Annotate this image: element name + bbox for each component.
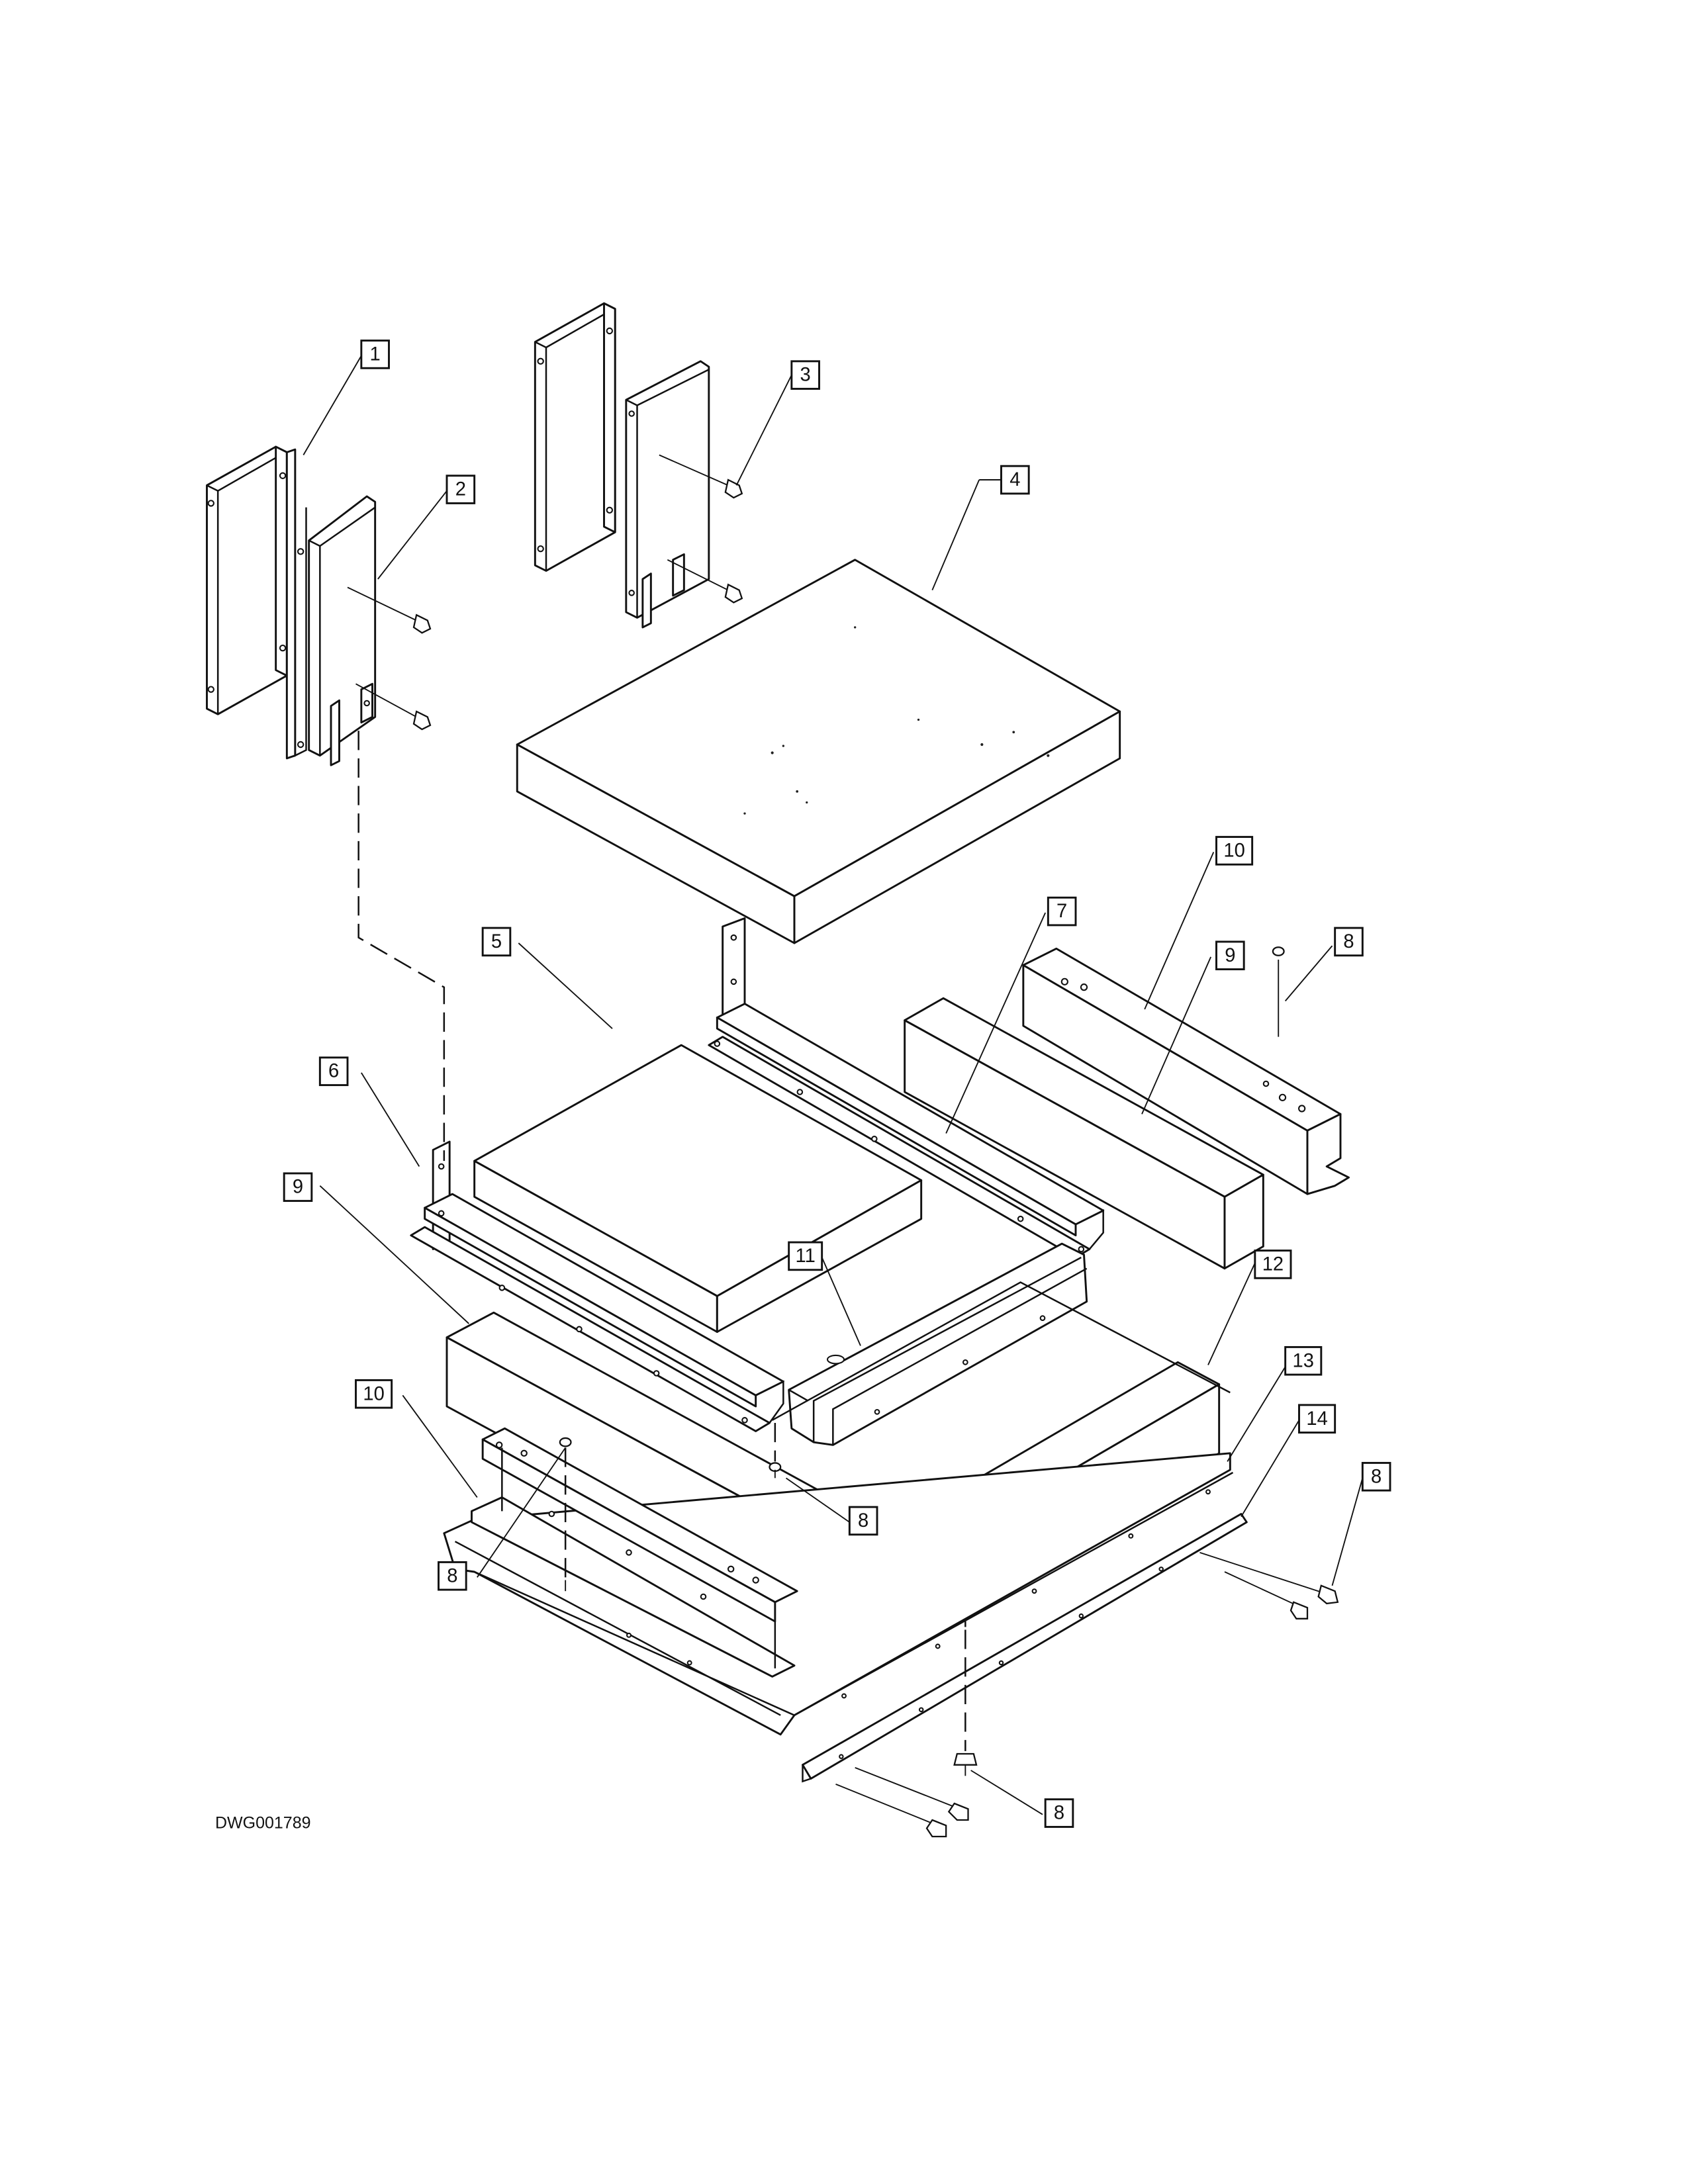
callout-10-top: 10 (1215, 836, 1254, 866)
side-bracket-upper-assembly (534, 302, 710, 629)
callout-6: 6 (318, 1056, 349, 1087)
upper-rail-bracket (708, 917, 1105, 1259)
callout-11-label: 11 (796, 1246, 816, 1267)
callout-8-right: 8 (1361, 1461, 1391, 1492)
callout-10-top-label: 10 (1223, 840, 1244, 861)
drawing-number: DWG001789 (215, 1814, 311, 1833)
callout-11: 11 (788, 1241, 823, 1271)
callout-9-right: 9 (1215, 940, 1245, 971)
callout-8-top-label: 8 (1343, 931, 1354, 952)
screw-right-pair (1199, 1551, 1339, 1619)
callout-6-label: 6 (328, 1061, 339, 1082)
callout-8-lower-left-label: 8 (447, 1565, 457, 1586)
callout-3: 3 (790, 360, 820, 390)
callout-3-label: 3 (800, 365, 811, 386)
callout-4-label: 4 (1009, 469, 1020, 490)
callout-5: 5 (481, 927, 512, 957)
screw-bottom-pair (835, 1766, 969, 1838)
center-channel-spanner (788, 1242, 1088, 1446)
callout-10-bottom: 10 (355, 1379, 393, 1409)
callout-9-right-label: 9 (1225, 945, 1235, 966)
insulation-bar-right (904, 997, 1264, 1270)
lower-channel-bracket (471, 1427, 798, 1678)
callout-12: 12 (1254, 1250, 1292, 1279)
callout-5-label: 5 (491, 931, 502, 952)
callout-10-bottom-label: 10 (363, 1383, 384, 1404)
callout-1-label: 1 (370, 343, 381, 365)
callout-9-left: 9 (283, 1172, 313, 1203)
screw-set-upper (347, 454, 743, 731)
callout-13: 13 (1284, 1345, 1323, 1376)
left-rail-bracket (410, 1140, 784, 1432)
screw-lower-left (559, 1437, 572, 1592)
screw-set-lower (559, 946, 1339, 1838)
callout-7: 7 (1047, 896, 1077, 927)
side-bracket-left-assembly (206, 445, 377, 766)
callout-8-center-label: 8 (858, 1510, 868, 1531)
callout-7-label: 7 (1056, 901, 1067, 922)
screw-right-upper (1272, 946, 1285, 1037)
callout-9-left-label: 9 (293, 1177, 303, 1198)
callout-1: 1 (360, 340, 390, 369)
callout-leaders (303, 355, 1364, 1815)
top-insulation-block (516, 559, 1121, 944)
front-angle-strip (802, 1513, 1248, 1783)
screw-center (769, 1462, 782, 1479)
callout-2-label: 2 (455, 479, 466, 500)
right-channel-upper (1022, 947, 1350, 1195)
screw-bottom-center (953, 1752, 978, 1776)
callout-8-bottom-label: 8 (1054, 1803, 1064, 1824)
callout-8-lower-left: 8 (438, 1561, 467, 1591)
callout-14-label: 14 (1306, 1408, 1327, 1430)
callout-8-center: 8 (848, 1506, 878, 1536)
assembly-dash-lines (357, 731, 966, 1751)
callout-12-label: 12 (1262, 1253, 1284, 1275)
callout-4: 4 (979, 465, 1030, 495)
callout-14: 14 (1298, 1404, 1336, 1434)
callout-2: 2 (445, 475, 476, 504)
callout-13-label: 13 (1293, 1350, 1314, 1371)
callout-8-bottom: 8 (1044, 1798, 1074, 1828)
callout-8-top: 8 (1334, 927, 1364, 957)
callout-8-right-label: 8 (1371, 1466, 1382, 1487)
